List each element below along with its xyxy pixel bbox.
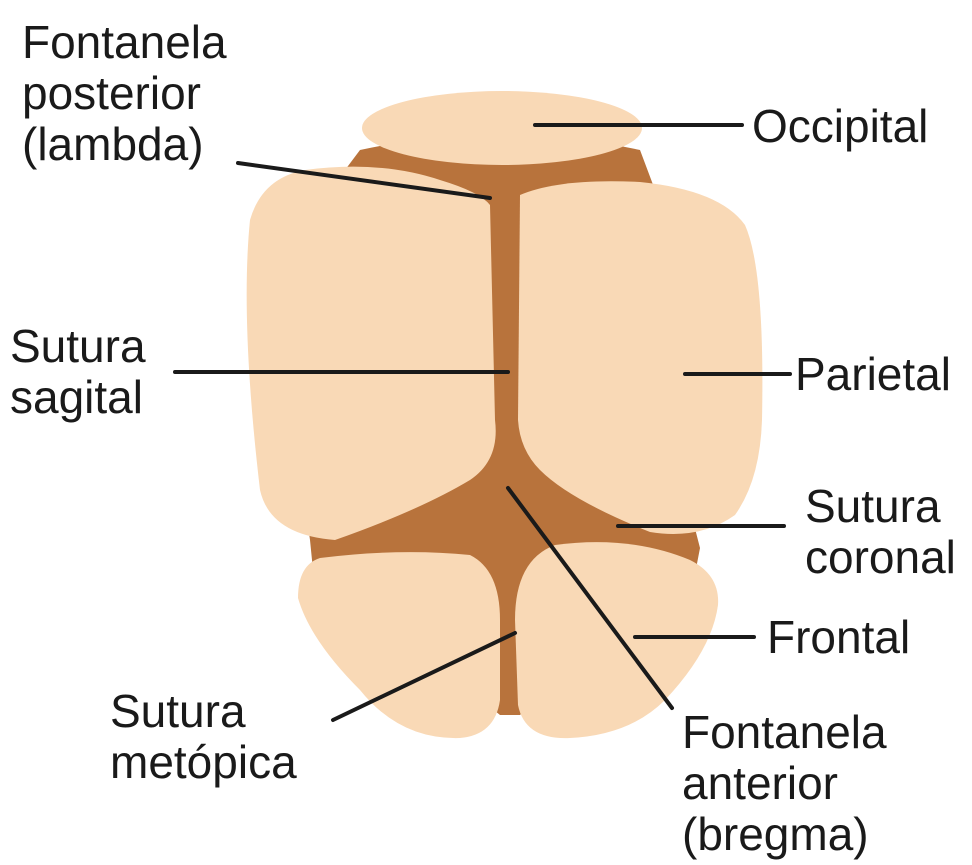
label-parietal: Parietal xyxy=(795,349,951,400)
label-sutura-metopica-line2: metópica xyxy=(110,737,297,788)
label-sutura-sagital-line1: Sutura xyxy=(10,321,146,372)
label-fontanela-anterior-line3: (bregma) xyxy=(682,809,887,860)
label-fontanela-posterior: Fontanela posterior (lambda) xyxy=(22,17,227,170)
frontal-bone-left xyxy=(298,552,500,738)
label-sutura-sagital: Sutura sagital xyxy=(10,321,146,423)
parietal-bone-left xyxy=(247,167,496,540)
label-sutura-sagital-line2: sagital xyxy=(10,372,146,423)
occipital-bone xyxy=(362,91,642,165)
label-occipital: Occipital xyxy=(752,101,928,152)
label-sutura-coronal-line1: Sutura xyxy=(805,481,956,532)
label-fontanela-posterior-line1: Fontanela xyxy=(22,17,227,68)
label-sutura-metopica: Sutura metópica xyxy=(110,686,297,788)
label-occipital-text: Occipital xyxy=(752,101,928,152)
label-fontanela-anterior: Fontanela anterior (bregma) xyxy=(682,707,887,860)
label-frontal: Frontal xyxy=(767,612,910,663)
parietal-bone-right xyxy=(518,181,762,534)
label-frontal-text: Frontal xyxy=(767,612,910,663)
label-fontanela-posterior-line2: posterior xyxy=(22,68,227,119)
label-parietal-text: Parietal xyxy=(795,349,951,400)
label-sutura-coronal: Sutura coronal xyxy=(805,481,956,583)
label-fontanela-anterior-line2: anterior xyxy=(682,758,887,809)
label-fontanela-posterior-line3: (lambda) xyxy=(22,119,227,170)
label-sutura-metopica-line1: Sutura xyxy=(110,686,297,737)
label-fontanela-anterior-line1: Fontanela xyxy=(682,707,887,758)
label-sutura-coronal-line2: coronal xyxy=(805,532,956,583)
